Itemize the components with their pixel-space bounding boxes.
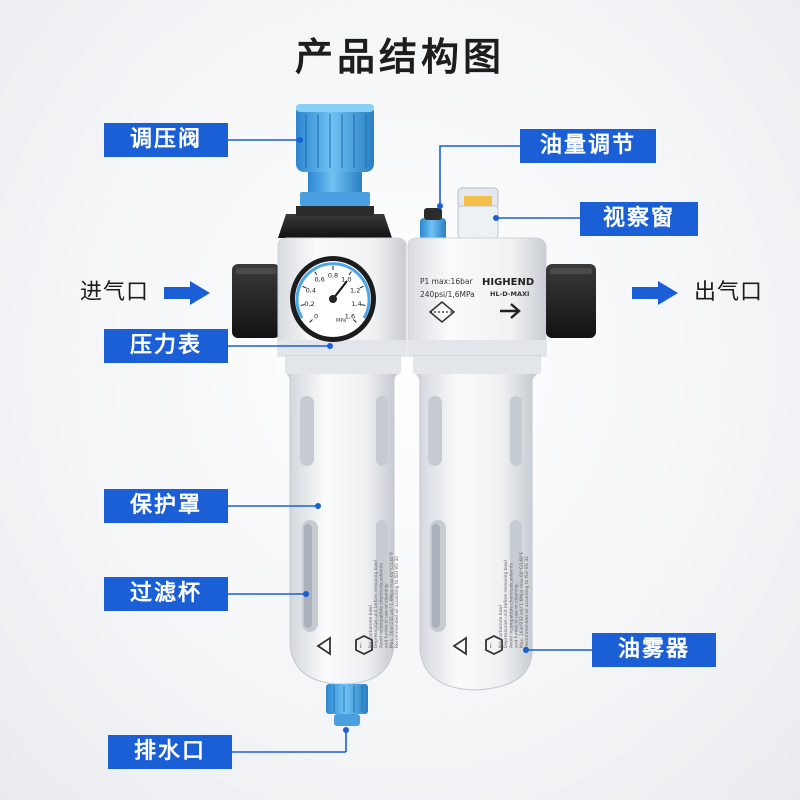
gauge-tick-label: 1,4 [351, 300, 361, 308]
label-filter-cup: 过滤杯 [104, 577, 228, 611]
bowl-warning-line: Avoid incompatible chemicals,solvents [508, 562, 514, 648]
gauge-tick [302, 285, 307, 289]
outlet-port [546, 264, 596, 338]
oil-adjust-knob [420, 208, 446, 242]
label-oil-mist: 油雾器 [592, 633, 716, 667]
svg-text:i: i [490, 643, 492, 650]
outlet-arrow-icon [632, 281, 678, 305]
gauge-tick [361, 304, 366, 306]
label-outlet: 出气口 [694, 280, 764, 305]
spec-line-1: P1 max:16bar [420, 277, 473, 286]
bowl-warning-line: Polycarbonate bowl [368, 605, 374, 648]
brand-name: HIGHEND [482, 277, 534, 288]
page-title: 产品结构图 [294, 35, 505, 79]
model-name: HL-D-MAXI [490, 290, 529, 298]
filter-bowl-left: i [285, 355, 401, 685]
label-oil-adjust: 油量调节 [520, 129, 656, 163]
label-inlet: 进气口 [80, 280, 150, 305]
pressure-gauge: 00,2 0,4 0,6 0,81,0 1,2 1,4 1,6 MPa [290, 256, 376, 342]
label-gauge: 压力表 [104, 329, 228, 363]
bowl-warning-line: Recommended oil according to ISO VG 32 [394, 556, 400, 648]
label-sight-window: 视察窗 [580, 202, 698, 236]
lock-nut [278, 214, 392, 238]
drain-valve [326, 684, 368, 726]
gauge-tick [309, 319, 313, 323]
sight-window [457, 187, 499, 239]
gauge-tick-label: 1,2 [350, 286, 360, 294]
gauge-tick [359, 285, 364, 289]
gauge-tick-label: 0,8 [328, 272, 338, 280]
gauge-tick-label: 1,6 [345, 312, 355, 320]
bowl-warning-line: Avoid incompatible chemicals,solvents [378, 562, 384, 648]
bowl-warning-line: Polycarbonate bowl [498, 605, 504, 648]
gauge-tick-label: 0,2 [304, 300, 314, 308]
bowl-warning-line: Depressurize unit before removing bowl [503, 560, 509, 648]
svg-text:i: i [360, 643, 362, 650]
gauge-tick [348, 271, 352, 276]
bowl-warning-line: and fumes in use or cleaning. [384, 583, 390, 648]
inlet-arrow-icon [164, 281, 210, 305]
filter-symbol-icon [428, 301, 456, 323]
gauge-tick [314, 271, 318, 276]
bowl-warning-line: Recommended oil according to ISO VG 32 [524, 556, 530, 648]
bowl-warning-line: and fumes in use or cleaning. [514, 583, 520, 648]
label-guard: 保护罩 [104, 489, 228, 523]
label-drain: 排水口 [108, 735, 232, 769]
lubricator-body [407, 237, 547, 357]
gauge-tick-label: 1,0 [341, 276, 351, 284]
spec-line-2: 240psi/1,6MPa [420, 290, 475, 299]
pressure-valve-knob [296, 104, 374, 206]
gauge-tick [353, 319, 357, 323]
gauge-tick-label: 0 [314, 312, 318, 320]
bowl-warning-line: Max. 16ar/232 psi/ 1.6Mpa max.60°C/140°F [389, 551, 395, 648]
gauge-unit: MPa [336, 318, 346, 324]
gauge-tick-label: 0,4 [306, 286, 316, 294]
lubricator-bowl: i [413, 355, 541, 691]
bowl-warning-line: Max. 16ar/232 psi/ 1.6Mpa max.60°C/140°F [519, 551, 525, 648]
flow-arrow-icon [500, 303, 521, 319]
gauge-tick-label: 0,6 [314, 276, 324, 284]
inlet-port [232, 264, 280, 338]
label-pressure-valve: 调压阀 [104, 123, 228, 157]
gauge-tick [300, 304, 305, 306]
bowl-warning-line: Depressurize unit before removing bowl [373, 560, 379, 648]
